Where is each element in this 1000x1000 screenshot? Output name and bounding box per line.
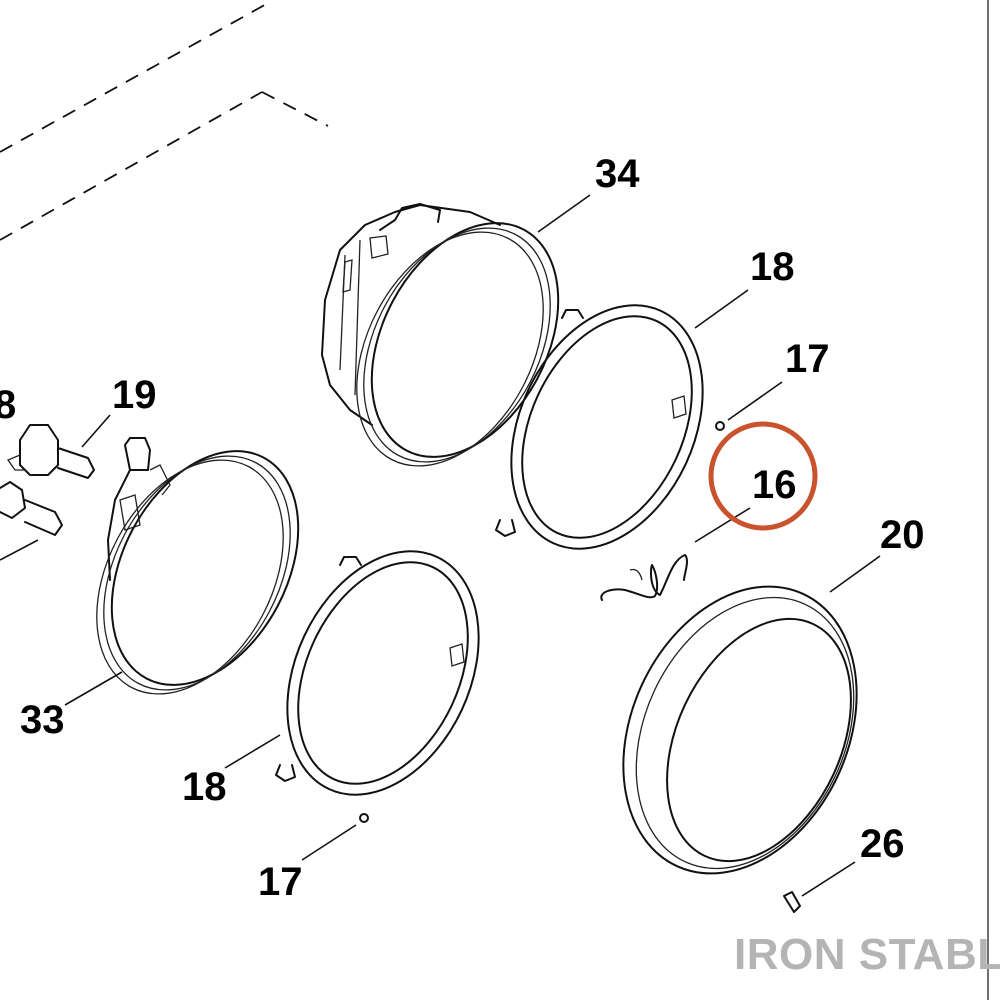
callout-8: 8 (0, 383, 16, 427)
screw-26 (783, 861, 856, 913)
callout-26: 26 (860, 822, 905, 866)
dashed-body-outline (0, 1, 329, 241)
trim-ring-18-lower (224, 550, 480, 796)
screw-17-lower (301, 813, 369, 861)
watermark-text: IRON STABLE (734, 930, 1000, 979)
callout-18-upper: 18 (750, 245, 795, 289)
headlamp-33 (64, 437, 300, 706)
callout-19: 19 (112, 373, 157, 417)
callout-34: 34 (595, 152, 640, 196)
callout-17-lower: 17 (258, 860, 303, 904)
screw-17-upper (715, 381, 783, 431)
bezel-20 (622, 555, 881, 875)
bulbs-19-8 (0, 414, 111, 561)
callout-33: 33 (20, 698, 65, 742)
callout-17-upper: 17 (785, 337, 830, 381)
callout-18-lower: 18 (182, 765, 227, 809)
callout-16: 16 (752, 463, 797, 507)
headlamp-34 (321, 194, 591, 467)
callout-20: 20 (880, 513, 925, 557)
spring-16 (600, 507, 751, 601)
highlight-ring (708, 421, 818, 531)
trim-ring-18-upper (495, 289, 749, 550)
